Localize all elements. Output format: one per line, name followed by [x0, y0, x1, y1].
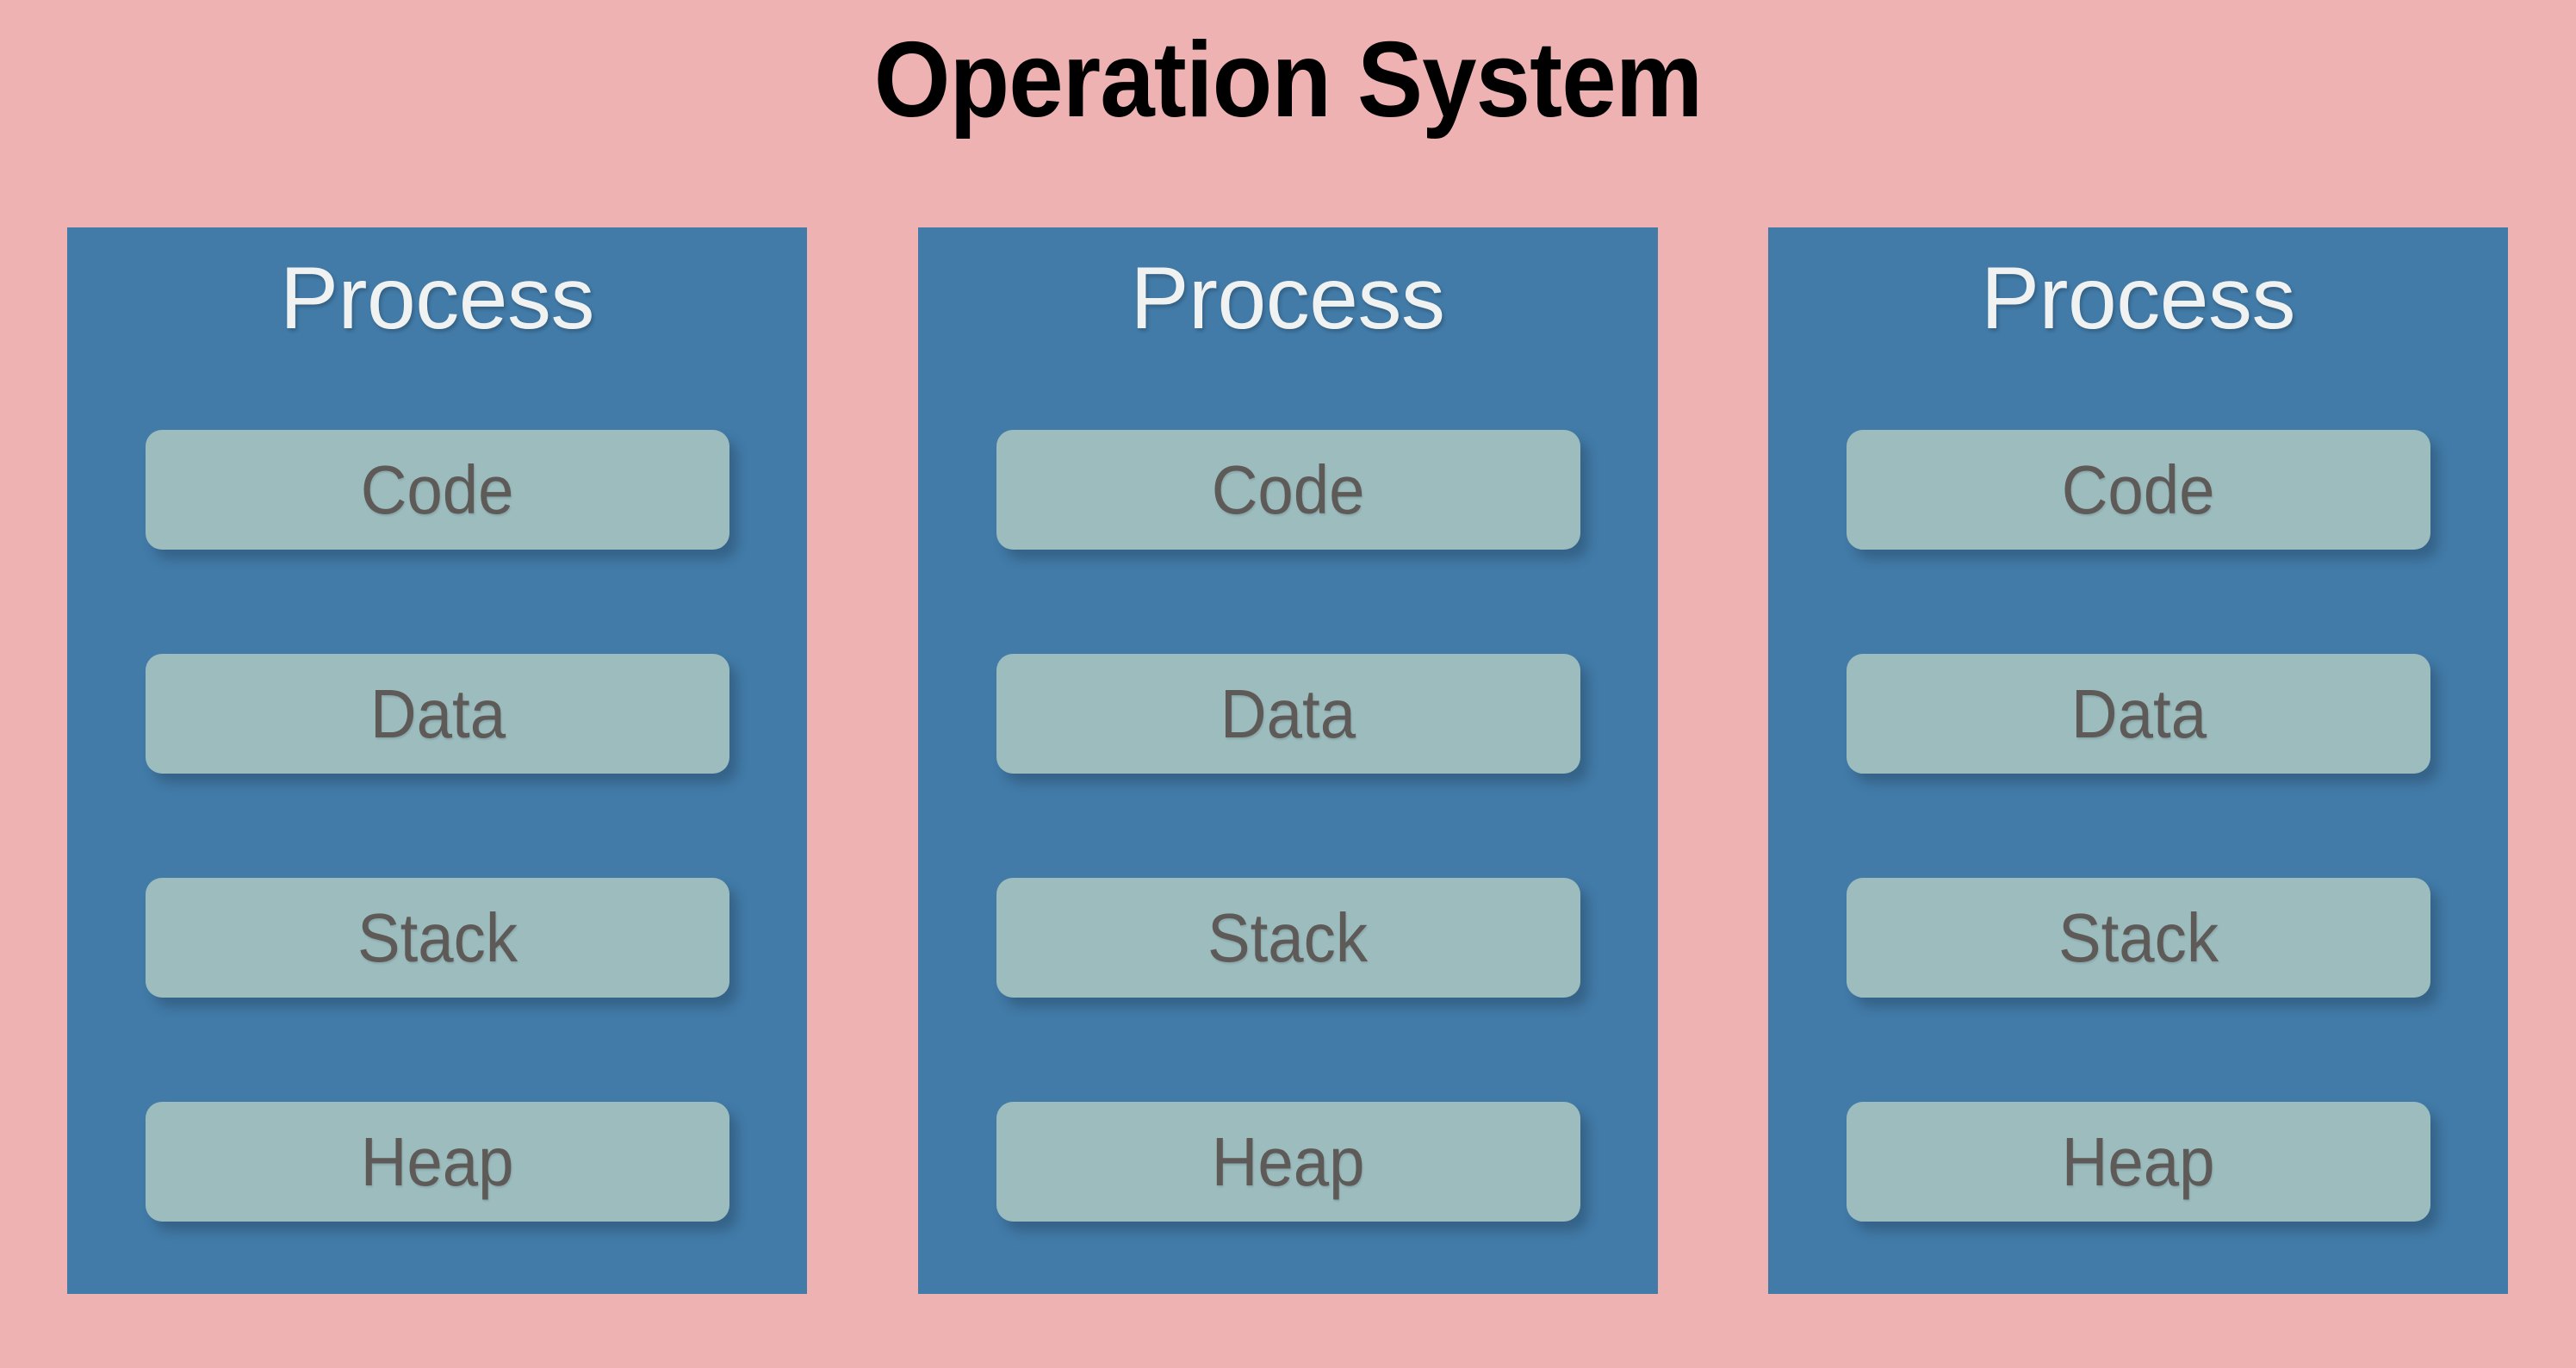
memory-segment-list: Code Data Stack Heap — [146, 430, 729, 1272]
segment-label: Stack — [1207, 899, 1369, 976]
segment-stack: Stack — [996, 878, 1580, 998]
page-title: Operation System — [873, 21, 1704, 140]
memory-segment-list: Code Data Stack Heap — [1847, 430, 2430, 1272]
segment-label: Stack — [2058, 899, 2219, 976]
process-panel-row: Process Code Data Stack Heap Process — [67, 227, 2508, 1294]
segment-stack: Stack — [146, 878, 729, 998]
segment-data: Data — [996, 654, 1580, 774]
process-heading: Process — [280, 249, 594, 347]
segment-label: Data — [2070, 675, 2207, 752]
segment-label: Code — [2062, 451, 2215, 528]
memory-segment-list: Code Data Stack Heap — [996, 430, 1580, 1272]
segment-label: Stack — [357, 899, 518, 976]
segment-label: Data — [369, 675, 506, 752]
segment-stack: Stack — [1847, 878, 2430, 998]
process-panel-3: Process Code Data Stack Heap — [1768, 227, 2508, 1294]
segment-label: Data — [1220, 675, 1356, 752]
segment-label: Heap — [361, 1122, 514, 1200]
segment-label: Code — [1211, 451, 1365, 528]
segment-label: Heap — [1211, 1122, 1365, 1200]
segment-code: Code — [1847, 430, 2430, 550]
segment-code: Code — [996, 430, 1580, 550]
process-heading: Process — [1981, 249, 2295, 347]
segment-heap: Heap — [1847, 1102, 2430, 1222]
process-heading: Process — [1130, 249, 1445, 347]
segment-code: Code — [146, 430, 729, 550]
segment-data: Data — [1847, 654, 2430, 774]
process-panel-1: Process Code Data Stack Heap — [67, 227, 807, 1294]
process-panel-2: Process Code Data Stack Heap — [917, 227, 1658, 1294]
segment-data: Data — [146, 654, 729, 774]
segment-heap: Heap — [996, 1102, 1580, 1222]
segment-label: Heap — [2062, 1122, 2215, 1200]
segment-heap: Heap — [146, 1102, 729, 1222]
segment-label: Code — [361, 451, 514, 528]
